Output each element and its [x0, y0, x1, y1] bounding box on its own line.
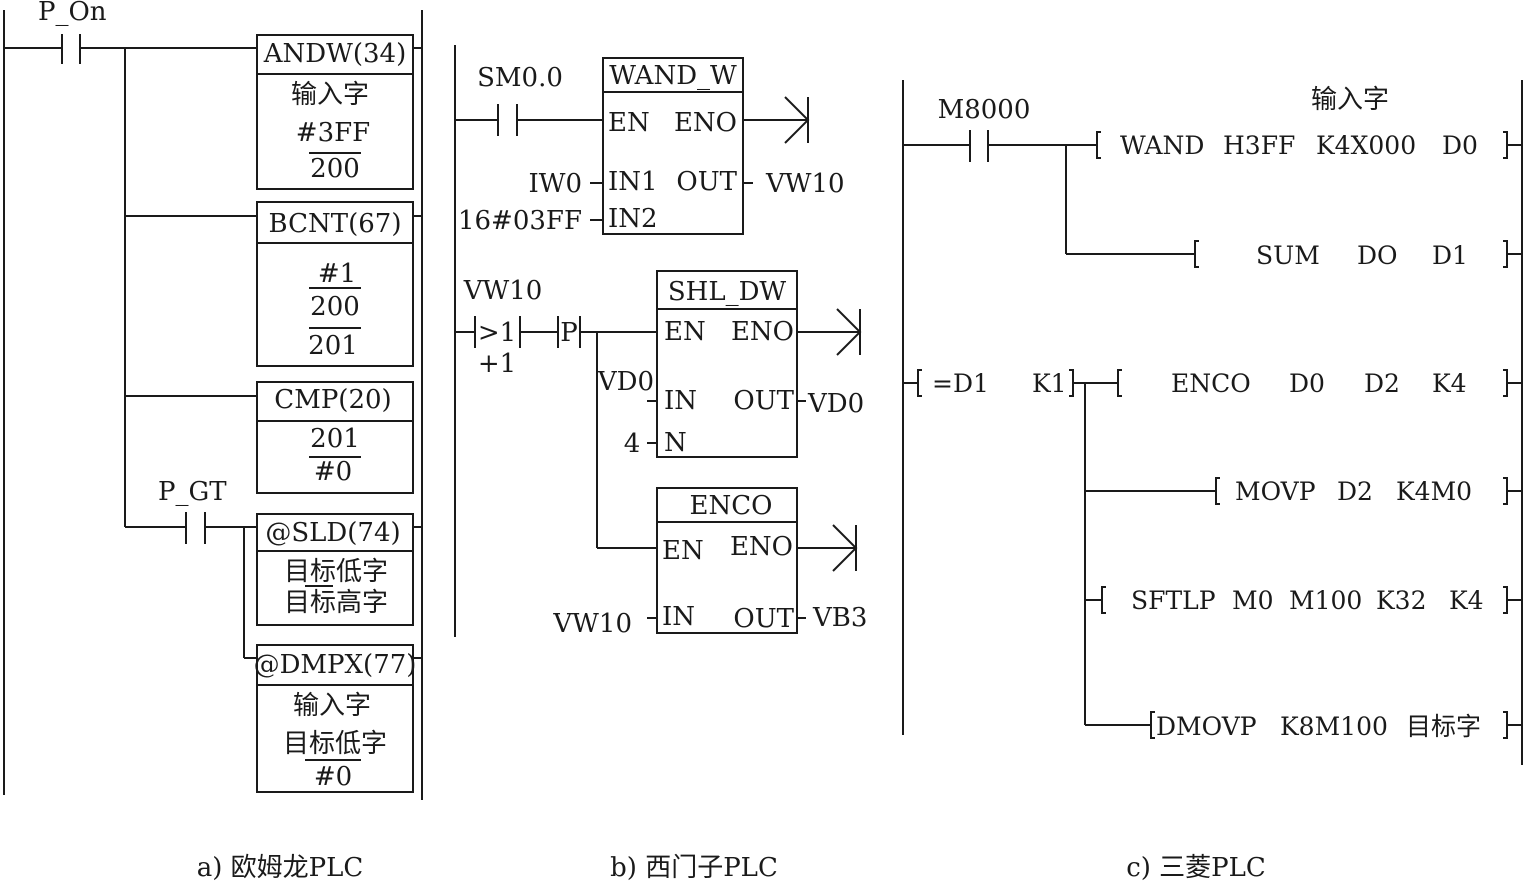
wand-instruction: WAND H3FF K4X000 D0 — [1096, 131, 1522, 160]
andw-title: ANDW(34) — [263, 39, 406, 69]
shl-dw-out-operand: VD0 — [807, 389, 864, 419]
input-word-note: 输入字 — [1311, 85, 1389, 115]
sftlp-instruction: SFTLP M0 M100 K32 K4 — [1101, 586, 1522, 615]
enco-op1: D0 — [1289, 369, 1325, 398]
compare-op: =D1 — [932, 369, 989, 398]
compare-instruction: =D1 K1 — [917, 369, 1074, 398]
compare-operator: >1 — [478, 318, 516, 348]
siemens-ladder: SM0.0 WAND_W EN ENO IN1 OUT IN2 IW0 16#0… — [454, 45, 867, 883]
shl-dw-in-operand: VD0 — [597, 367, 654, 397]
enco-title: ENCO — [690, 491, 773, 521]
sum-name: SUM — [1256, 241, 1320, 270]
dmpx-title: @DMPX(77) — [254, 650, 417, 680]
bcnt-line1: #1 — [318, 259, 356, 289]
p-gt-label: P_GT — [158, 477, 227, 507]
enco-out: OUT — [733, 604, 794, 634]
cmp-block: CMP(20) 201 #0 — [256, 381, 414, 494]
wand-w-in1: IN1 — [608, 167, 658, 197]
dmovp-op2: 目标字 — [1406, 712, 1481, 741]
dmpx-line1: 输入字 — [293, 691, 371, 721]
shl-dw-title: SHL_DW — [668, 277, 787, 307]
dmovp-instruction: DMOVP K8M100 目标字 — [1150, 711, 1522, 741]
enco-eno: ENO — [730, 532, 793, 562]
bcnt-title: BCNT(67) — [269, 209, 402, 239]
shl-dw-n-operand: 4 — [624, 429, 641, 459]
compare-operand: VW10 — [463, 276, 543, 306]
dmpx-block: @DMPX(77) 输入字 目标低字 #0 — [254, 644, 422, 793]
wand-op3: D0 — [1442, 131, 1478, 160]
shl-dw-en: EN — [664, 317, 706, 347]
andw-line1: 输入字 — [291, 80, 369, 110]
sld-block: @SLD(74) 目标低字 目标高字 — [256, 513, 422, 626]
andw-block: ANDW(34) 输入字 #3FF 200 — [256, 34, 422, 190]
wand-w-out-operand: VW10 — [765, 169, 845, 199]
bcnt-block: BCNT(67) #1 200 201 — [256, 201, 422, 367]
p-on-label: P_On — [38, 0, 107, 27]
movp-name: MOVP — [1235, 477, 1316, 506]
caption-mitsubishi: c) 三菱PLC — [1126, 853, 1266, 883]
enco-en: EN — [662, 536, 704, 566]
sftlp-op4: K4 — [1449, 586, 1484, 615]
cmp-line2: #0 — [314, 457, 352, 487]
shl-dw-block: SHL_DW EN ENO IN OUT N — [656, 270, 798, 458]
omron-ladder: P_On P_GT ANDW(34) 输入字 #3FF 200 — [3, 0, 423, 883]
enco-in: IN — [662, 602, 695, 632]
sld-line2: 目标高字 — [284, 588, 388, 618]
wand-w-eno: ENO — [674, 108, 737, 138]
shl-dw-out: OUT — [733, 386, 794, 416]
dmpx-line2: 目标低字 — [283, 729, 387, 759]
cmp-title: CMP(20) — [274, 385, 391, 415]
compare-value: +1 — [478, 349, 516, 379]
sftlp-op3: K32 — [1376, 586, 1427, 615]
caption-siemens: b) 西门子PLC — [610, 853, 778, 883]
sftlp-op2: M100 — [1289, 586, 1362, 615]
sld-title: @SLD(74) — [265, 518, 400, 548]
sftlp-op1: M0 — [1232, 586, 1274, 615]
andw-line3: 200 — [310, 154, 360, 184]
dmovp-op1: K8M100 — [1280, 712, 1388, 741]
wand-w-in1-operand: IW0 — [528, 169, 582, 199]
sftlp-name: SFTLP — [1131, 586, 1216, 615]
enco-in-operand: VW10 — [552, 609, 632, 639]
wand-w-block: WAND_W EN ENO IN1 OUT IN2 — [602, 57, 744, 235]
wand-op2: K4X000 — [1316, 131, 1416, 160]
enco-instruction: ENCO D0 D2 K4 — [1117, 369, 1522, 398]
wand-op1: H3FF — [1223, 131, 1295, 160]
wand-w-title: WAND_W — [609, 61, 737, 91]
movp-op2: K4M0 — [1396, 477, 1472, 506]
compare-k1: K1 — [1032, 369, 1067, 398]
shl-dw-eno: ENO — [731, 317, 794, 347]
sum-op1: DO — [1357, 241, 1398, 270]
enco-out-operand: VB3 — [812, 603, 867, 633]
dmovp-name: DMOVP — [1156, 712, 1257, 741]
bcnt-line3: 201 — [308, 331, 358, 361]
movp-instruction: MOVP D2 K4M0 — [1215, 477, 1522, 506]
enco-op3: K4 — [1432, 369, 1467, 398]
m8000-label: M8000 — [938, 95, 1031, 125]
p-edge-label: P — [560, 318, 578, 348]
enco-name: ENCO — [1171, 369, 1251, 398]
enco-op2: D2 — [1364, 369, 1400, 398]
andw-line2: #3FF — [296, 118, 370, 148]
bcnt-line2: 200 — [310, 292, 360, 322]
wand-w-out: OUT — [676, 167, 737, 197]
wand-w-in2-operand: 16#03FF — [458, 206, 582, 236]
sum-instruction: SUM DO D1 — [1194, 240, 1522, 270]
mitsubishi-ladder: M8000 输入字 WAND H3FF K4X000 D0 SUM DO D1 — [902, 80, 1523, 883]
cmp-line1: 201 — [310, 424, 360, 454]
sld-line1: 目标低字 — [284, 557, 388, 587]
wand-w-en: EN — [608, 108, 650, 138]
shl-dw-in: IN — [664, 386, 697, 416]
shl-dw-n: N — [664, 428, 687, 458]
enco-block: ENCO EN ENO IN OUT — [656, 487, 798, 634]
caption-omron: a) 欧姆龙PLC — [197, 853, 364, 883]
sm00-label: SM0.0 — [477, 63, 563, 93]
wand-name: WAND — [1120, 131, 1204, 160]
sum-op2: D1 — [1432, 241, 1468, 270]
movp-op1: D2 — [1337, 477, 1373, 506]
wand-w-in2: IN2 — [608, 204, 658, 234]
dmpx-line3: #0 — [314, 762, 352, 792]
